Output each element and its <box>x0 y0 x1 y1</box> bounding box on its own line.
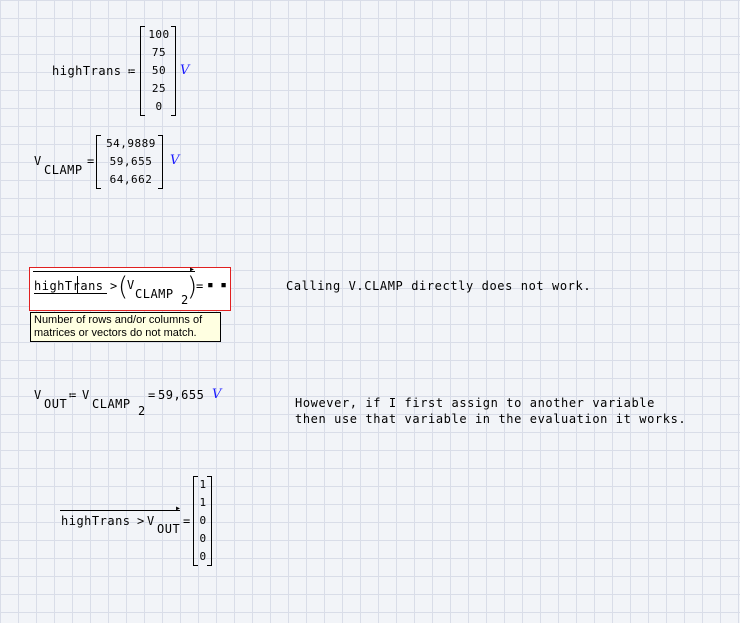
matrix-cell: 75 <box>151 46 167 59</box>
greater-than-operator: > <box>137 514 145 528</box>
matrix-cell: 0 <box>155 100 163 113</box>
high-trans-name: highTrans <box>61 514 131 528</box>
right-paren: ) <box>187 272 198 302</box>
matrix-cell: 25 <box>151 82 167 95</box>
vout-subscript: OUT <box>157 522 181 536</box>
vclamp-name: V <box>82 388 90 402</box>
vclamp-subscript: CLAMP <box>92 397 131 411</box>
matrix-cell: 1 <box>199 496 207 509</box>
vclamp-subscript: CLAMP <box>44 163 83 177</box>
vectorize-arrow-bar <box>60 510 180 511</box>
unit-volt: V <box>180 63 190 78</box>
equals-operator: = <box>183 514 191 528</box>
matrix-left-bracket <box>193 476 198 566</box>
note-calling-directly[interactable]: Calling V.CLAMP directly does not work. <box>286 279 592 293</box>
vclamp-name: V <box>127 278 135 292</box>
selection-underline <box>34 293 107 294</box>
error-tooltip: Number of rows and/or columns of matrice… <box>30 312 221 342</box>
define-operator: ≔ <box>128 64 136 78</box>
left-paren: ( <box>118 272 129 302</box>
vclamp-name: V <box>34 154 42 168</box>
unit-volt: V <box>170 153 180 168</box>
vectorize-arrow-head-icon: ▸ <box>189 264 196 275</box>
text-cursor <box>77 276 78 294</box>
matrix-cell: 0 <box>199 514 207 527</box>
greater-than-operator: > <box>110 279 118 293</box>
equals-operator: = <box>196 279 204 293</box>
note-workaround-line2[interactable]: then use that variable in the evaluation… <box>295 412 687 426</box>
matrix-right-bracket <box>171 26 176 116</box>
matrix-left-bracket <box>140 26 145 116</box>
vectorize-arrow-head-icon: ▸ <box>175 503 182 514</box>
vclamp-subscript: CLAMP <box>135 287 174 301</box>
matrix-cell: 0 <box>199 550 207 563</box>
define-operator: ≔ <box>69 388 77 402</box>
index-subscript: 2 <box>138 404 146 418</box>
matrix-cell: 59,655 <box>109 155 153 168</box>
equals-operator: = <box>87 154 95 168</box>
index-subscript: 2 <box>181 293 189 307</box>
unit-volt: V <box>212 387 222 402</box>
vectorize-arrow-bar <box>33 271 195 272</box>
vout-value: 59,655 <box>158 388 205 402</box>
matrix-cell: 54,9889 <box>106 137 156 150</box>
matrix-right-bracket <box>158 135 163 189</box>
matrix-cell: 1 <box>199 478 207 491</box>
error-expression-region[interactable] <box>29 267 231 311</box>
high-trans-name: highTrans <box>52 64 122 78</box>
high-trans-name: highTrans <box>34 279 104 293</box>
result-placeholder[interactable]: ▪ ▪ <box>207 278 227 291</box>
vout-subscript: OUT <box>44 397 68 411</box>
equals-operator: = <box>148 388 156 402</box>
matrix-cell: 100 <box>148 28 170 41</box>
matrix-cell: 64,662 <box>109 173 153 186</box>
vout-name: V <box>34 388 42 402</box>
matrix-left-bracket <box>96 135 101 189</box>
matrix-cell: 50 <box>151 64 167 77</box>
note-workaround-line1[interactable]: However, if I first assign to another va… <box>295 396 655 410</box>
vout-name: V <box>147 514 155 528</box>
matrix-right-bracket <box>207 476 212 566</box>
matrix-cell: 0 <box>199 532 207 545</box>
